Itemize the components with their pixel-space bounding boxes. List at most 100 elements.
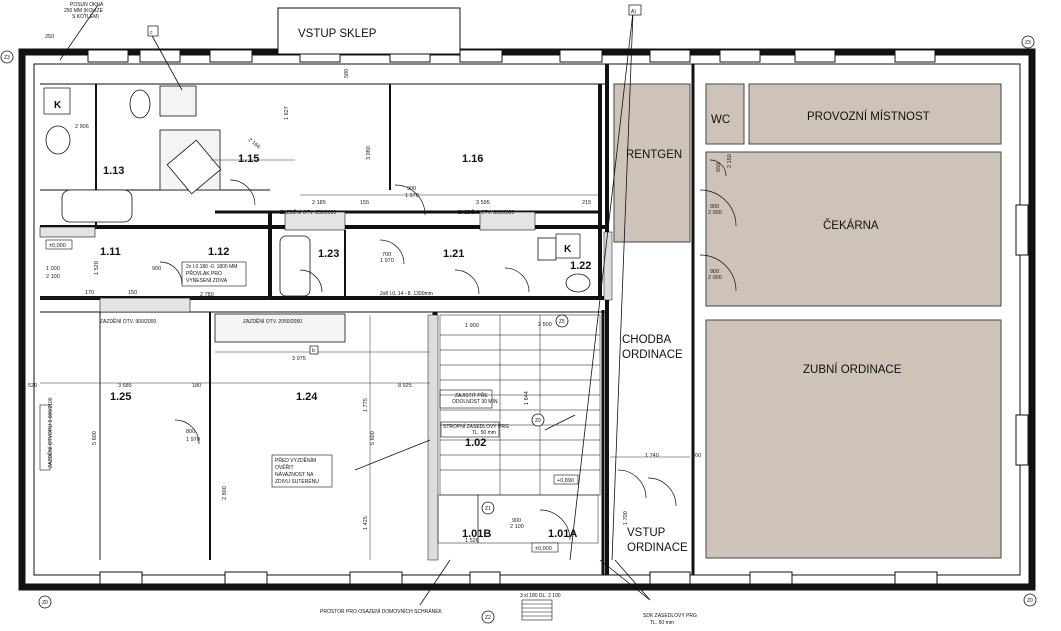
dim-2150: 2 150: [727, 154, 733, 168]
dim-1000: 1 000: [46, 266, 60, 272]
dim-900-bottom: 900: [512, 518, 521, 524]
marker-z1: Z1: [485, 506, 491, 512]
dim-1970: 1 970: [186, 437, 200, 443]
dim-2100-bottom: 2 100: [510, 524, 524, 530]
note-zazdeni-850: ZAZDĚNÍ OTV. 850/2000: [280, 208, 336, 216]
k-label-right: K: [564, 244, 572, 255]
dim-1970-b: 1 970: [380, 258, 394, 264]
note-posun-3: S KOTLEM): [72, 14, 99, 20]
outer-wall-inner-line: [33, 63, 1021, 576]
vstup-label-2: ORDINACE: [627, 542, 688, 554]
note-provlak-2: PŘOVLAK PRO: [186, 269, 222, 277]
note-zazdeni-800: ZAZDĚNÍ OTV. 800/2000: [458, 208, 514, 216]
dim-2166: 2 166: [247, 137, 261, 150]
door-swings: [159, 159, 737, 541]
note-provlak-1: 2x I.0.180 -0. 1800 MM: [186, 264, 237, 270]
dim-180: 180: [192, 383, 201, 389]
vstup-label-1: VSTUP: [627, 527, 666, 539]
dim-1775: 1 775: [363, 398, 369, 412]
note-pred-4: ZDIVU SUTERÉNU: [275, 478, 319, 485]
note-pred-1: PŘED VYZDĚNÍM: [275, 456, 316, 464]
dim-3080: 3 080: [366, 146, 372, 160]
room-1-21: 1.21: [443, 248, 464, 260]
dim-2780: 2 780: [200, 292, 214, 298]
wc-label: WC: [711, 114, 730, 126]
dim-900-cekarna: 900: [710, 204, 719, 210]
cekarna-label: ČEKÁRNA: [823, 219, 879, 232]
dim-8925: 8 925: [398, 383, 412, 389]
dim-1425: 1 425: [363, 516, 369, 530]
elev-890: +0,890: [557, 478, 574, 484]
rentgen-room: [613, 83, 691, 243]
room-1-15: 1.15: [238, 153, 259, 165]
note-zazdeni-2050: ZAZDĚNÍ OTV. 2050/2050: [243, 317, 302, 325]
note-prostor: PROSTOR PRO OSAZENÍ DOMOVNÍCH SCHRÁNEK: [320, 608, 443, 615]
dim-1740: 1 740: [645, 453, 659, 459]
room-1-11: 1.11: [100, 246, 121, 258]
room-1-02: 1.02: [465, 437, 486, 449]
room-labels: 1.13 1.15 1.16 1.11 1.12 1.23 1.21 1.22 …: [100, 153, 591, 540]
dim-3975: 3 975: [292, 356, 306, 362]
marker-z20-right: Z0: [1027, 598, 1033, 604]
leader-lines: [59, 4, 651, 606]
room-1-25: 1.25: [110, 391, 131, 403]
note-posun-1: POSUN OKNA: [70, 2, 104, 8]
provozni-label: PROVOZNÍ MÍSTNOST: [807, 110, 930, 123]
dim-3685: 3 685: [118, 383, 132, 389]
dim-2185: 2 185: [312, 200, 326, 206]
dim-800: 800: [186, 429, 195, 435]
note-okno: 3 xl 180 DL. 2 100: [520, 593, 561, 599]
marker-z23-right: Z3: [1025, 40, 1031, 46]
vstup-sklep-label: VSTUP SKLEP: [298, 28, 377, 40]
note-pred-3: NÁVAZNOST NA: [275, 471, 314, 478]
dim-150: 150: [128, 290, 137, 296]
marker-z22: Z2: [485, 615, 491, 621]
room-1-16: 1.16: [462, 153, 483, 165]
room-1-12: 1.12: [208, 246, 229, 258]
vstup-sklep-box: [277, 7, 461, 55]
dim-700: 700: [382, 252, 391, 258]
marker-z29: Z9: [535, 418, 541, 424]
marker-z25: Z5: [559, 319, 565, 325]
dim-2000-cekarna-2: 2 000: [708, 275, 722, 281]
sanitary-fixtures: [45, 89, 591, 297]
dimension-lines: [40, 159, 690, 560]
rentgen-label: RENTGEN: [626, 149, 682, 161]
infill-hatch: [39, 211, 536, 313]
note-strop-2: TL. 50 mm: [472, 430, 496, 436]
marker-labels: Z3 Z3 Z0 Z2 Z0 Z9 Z5 Z1: [4, 40, 1033, 621]
note-zajistit-1: ZAJISTIT PŘE: [455, 391, 488, 399]
dim-170: 170: [85, 290, 94, 296]
room-1-22: 1.22: [570, 260, 591, 272]
dim-900-cekarna-2: 900: [710, 269, 719, 275]
room-1-01a: 1.01A: [548, 528, 577, 540]
zubni-label: ZUBNÍ ORDINACE: [803, 363, 902, 376]
markers: [0, 35, 1037, 624]
dim-5600-left: 5 600: [92, 431, 98, 445]
outer-wall: [18, 48, 1036, 591]
note-nadpraz: 2x8 I.0. 14 - 8. 1300mm: [380, 291, 433, 297]
tag-b: b: [312, 348, 315, 354]
mailbox-hatch: [521, 599, 553, 621]
kitchen-counter: [159, 85, 346, 343]
elev-0-bottom: ±0,000: [535, 546, 552, 552]
dim-1520: 1 520: [94, 261, 100, 275]
dim-2100: 2 100: [46, 274, 60, 280]
room-1-24: 1.24: [296, 391, 318, 403]
note-sdk-2: TL. 50 mm: [650, 620, 674, 626]
tag-c: c: [150, 30, 153, 36]
dim-1970-top: 1 970: [405, 193, 419, 199]
room-1-01b: 1.01B: [462, 528, 491, 540]
dim-5600-right: 5 600: [370, 431, 376, 445]
k-label-left: K: [54, 100, 62, 111]
cekarna-room: [705, 151, 1002, 307]
note-provlak-3: VYNESENÍ ZDIVA: [186, 277, 228, 284]
windows-bottom: [99, 571, 938, 585]
room-1-23: 1.23: [318, 248, 339, 260]
note-sdk-1: SDK ZASEDLOVÝ PRG: [643, 612, 697, 619]
letter-tags: [147, 4, 642, 355]
marker-z23-left: Z3: [4, 55, 10, 61]
windows-right: [1015, 204, 1029, 466]
dim-900-top: 900: [407, 186, 416, 192]
